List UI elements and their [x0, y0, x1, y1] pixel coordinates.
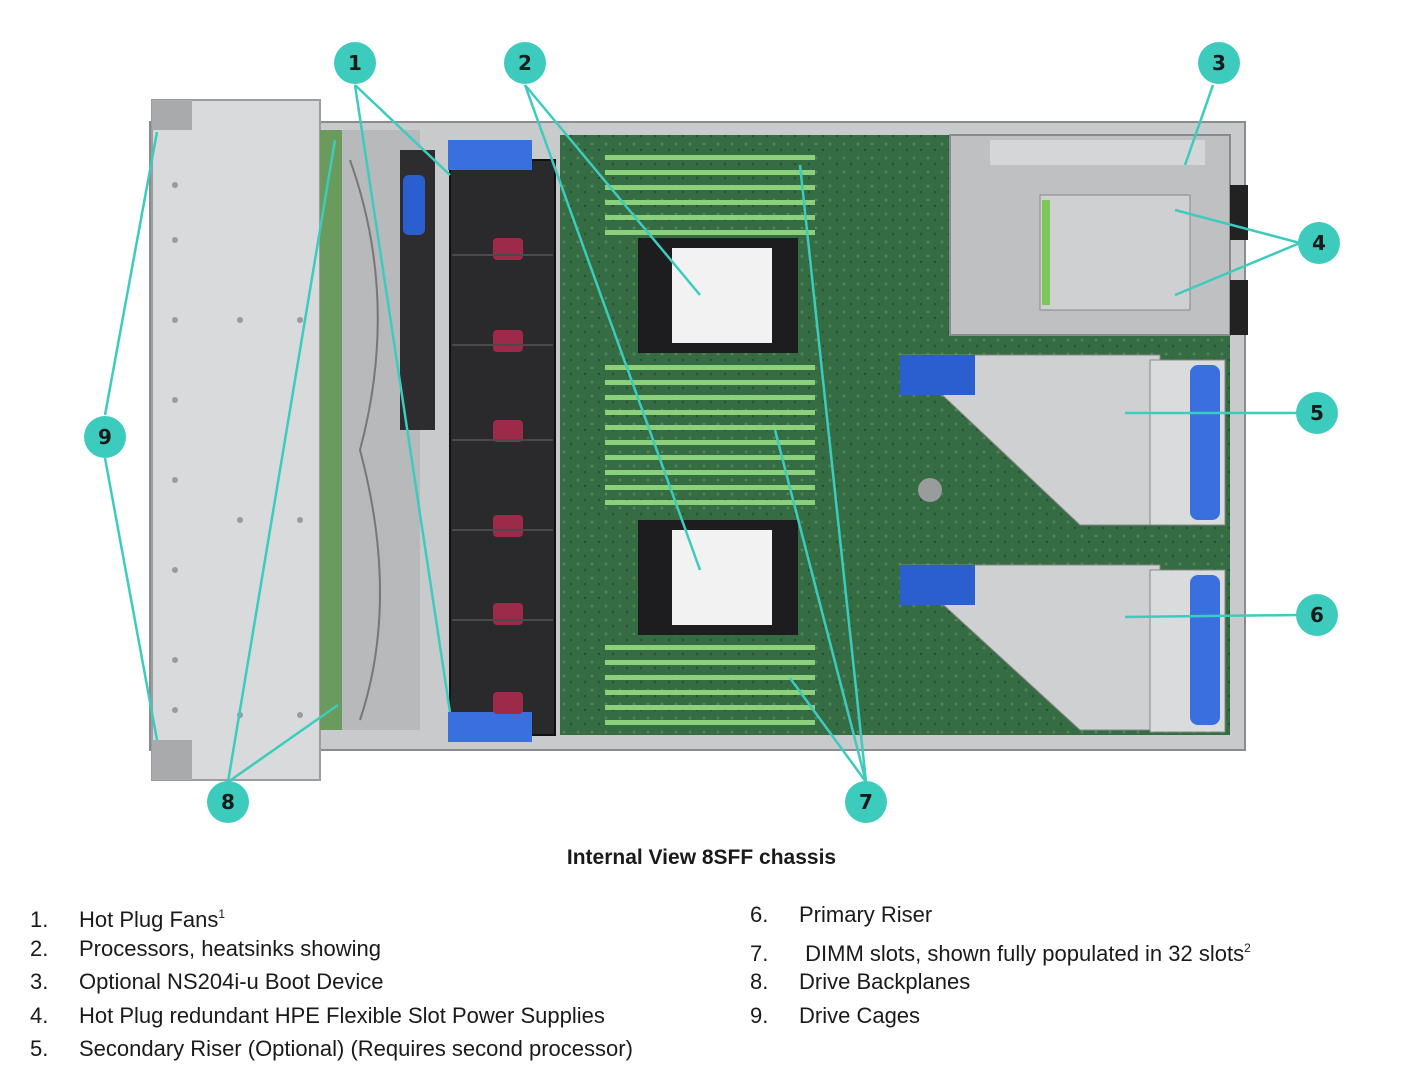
svg-text:9: 9 [98, 425, 112, 449]
legend-left: 1.Hot Plug Fans1 2.Processors, heatsinks… [30, 898, 633, 1066]
chassis-illustration [149, 99, 1248, 781]
svg-text:1: 1 [348, 51, 362, 75]
dimm-slots [605, 155, 815, 725]
callout-4: 4 [1298, 222, 1340, 264]
leader-lines [103, 84, 1301, 784]
svg-text:2: 2 [518, 51, 532, 75]
callout-3: 3 [1198, 42, 1240, 84]
drive-backplane [320, 130, 342, 730]
legend-item: 9.Drive Cages [750, 1002, 921, 1028]
processor-heatsink [638, 238, 798, 635]
svg-text:3: 3 [1212, 51, 1226, 75]
legend-item: 7. DIMM slots, shown fully populated in … [750, 940, 1251, 966]
callout-8: 8 [207, 781, 249, 823]
legend-right: 6.Primary Riser 7. DIMM slots, shown ful… [750, 898, 1251, 1032]
chassis-diagram: 1 2 3 4 5 6 7 8 9 [84, 42, 1340, 823]
figure-caption: Internal View 8SFF chassis [566, 846, 837, 869]
legend-item: 2.Processors, heatsinks showing [30, 935, 382, 961]
legend-item: 5.Secondary Riser (Optional) (Requires s… [30, 1036, 633, 1061]
legend-item: 4.Hot Plug redundant HPE Flexible Slot P… [30, 1002, 605, 1028]
svg-text:5: 5 [1310, 401, 1324, 425]
callout-5: 5 [1296, 392, 1338, 434]
primary-riser [898, 564, 1226, 733]
legend-item: 8.Drive Backplanes [750, 969, 971, 994]
callout-6: 6 [1296, 594, 1338, 636]
legend-item: 3.Optional NS204i-u Boot Device [30, 969, 384, 994]
callout-2: 2 [504, 42, 546, 84]
svg-text:4: 4 [1312, 231, 1326, 255]
legend-item: 1.Hot Plug Fans1 [30, 907, 226, 932]
svg-text:7: 7 [859, 790, 873, 814]
callouts: 1 2 3 4 5 6 7 8 9 [84, 42, 1340, 823]
svg-text:6: 6 [1310, 603, 1324, 627]
svg-text:8: 8 [221, 790, 235, 814]
callout-9: 9 [84, 416, 126, 458]
secondary-riser [898, 354, 1226, 526]
legend-item: 6.Primary Riser [750, 902, 933, 927]
callout-1: 1 [334, 42, 376, 84]
drive-cage [151, 99, 321, 781]
callout-7: 7 [845, 781, 887, 823]
